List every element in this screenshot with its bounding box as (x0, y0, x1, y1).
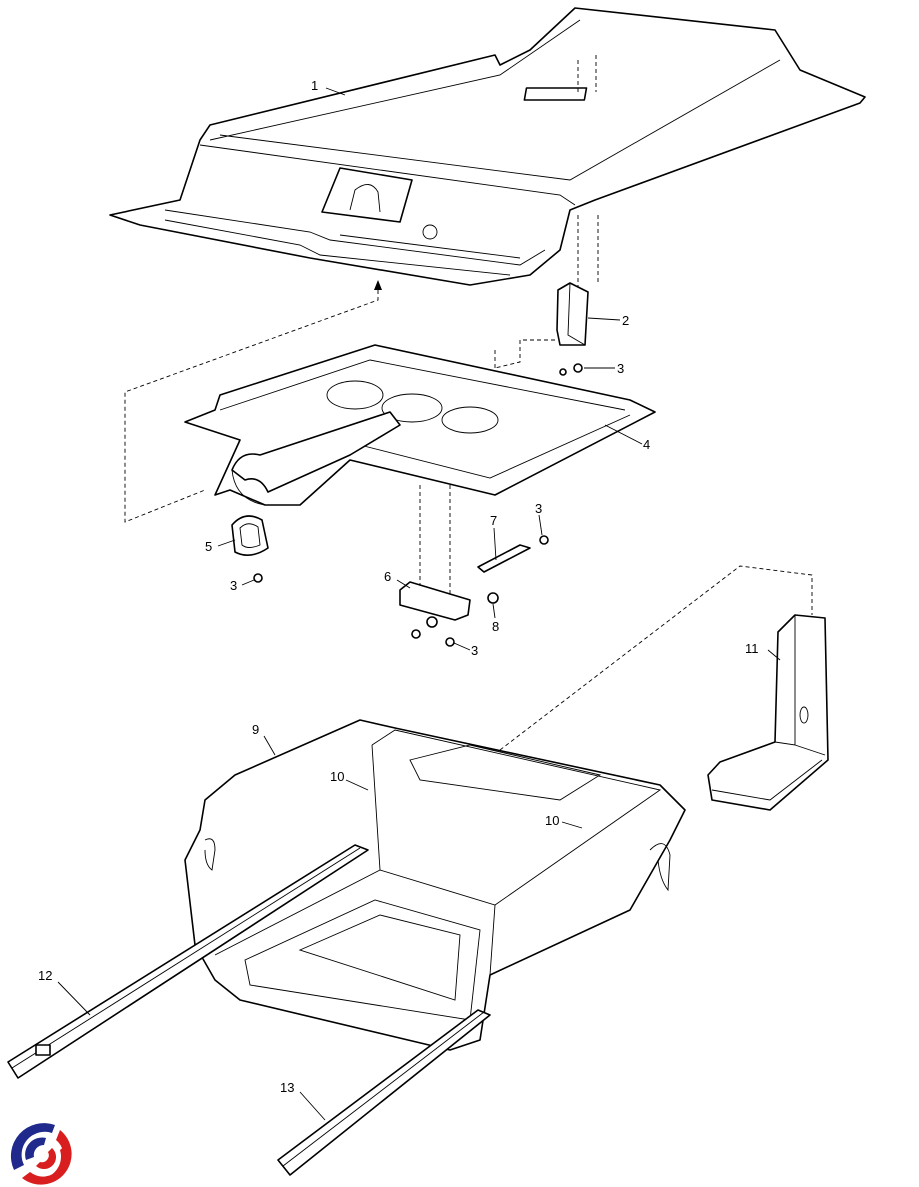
callout-7: 7 (490, 513, 497, 528)
callout-1: 1 (311, 78, 318, 93)
leader-lines (57, 87, 781, 1121)
part-6-bracket (399, 581, 471, 621)
part-4-panel (184, 344, 656, 506)
callout-4: 4 (643, 437, 650, 452)
callout-11: 11 (745, 641, 759, 656)
part-11-side-panel (707, 614, 829, 811)
callout-8: 8 (492, 619, 499, 634)
callout-5: 5 (205, 539, 212, 554)
brand-logo (10, 1123, 72, 1185)
part-13-rail (277, 1009, 491, 1176)
part-1-top-panel (109, 7, 866, 286)
callout-6: 6 (384, 569, 391, 584)
callout-13: 13 (280, 1080, 294, 1095)
callout-3: 3 (230, 578, 237, 593)
callout-3: 3 (535, 501, 542, 516)
callout-2: 2 (622, 313, 629, 328)
screw-icons (253, 363, 583, 647)
callout-9: 9 (252, 722, 259, 737)
part-8-nut (487, 592, 499, 604)
callout-10: 10 (545, 813, 559, 828)
callout-10: 10 (330, 769, 344, 784)
part-7-electrode (477, 544, 531, 573)
callout-3: 3 (617, 361, 624, 376)
part-12-rail (7, 844, 369, 1079)
part-9-housing (184, 719, 686, 1051)
part-2-bracket (556, 282, 589, 346)
callout-3: 3 (471, 643, 478, 658)
callout-12: 12 (38, 968, 52, 983)
part-5-grommet (231, 515, 269, 556)
